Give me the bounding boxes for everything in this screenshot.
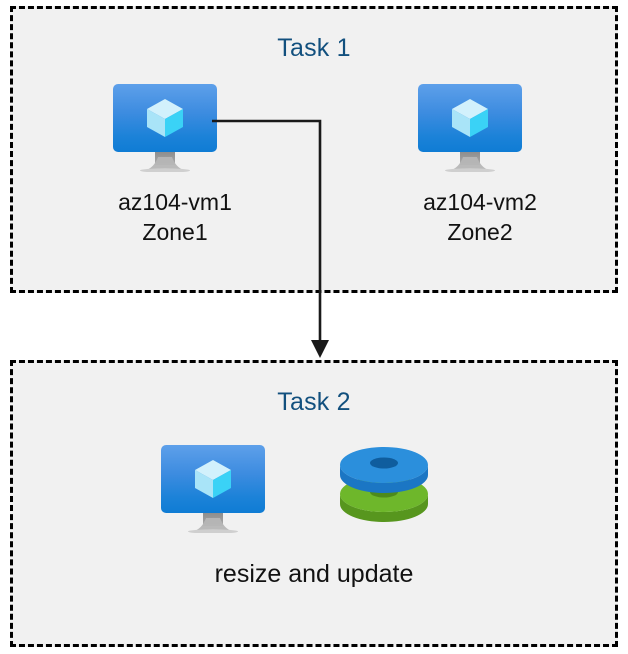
- task-1-title: Task 1: [277, 34, 351, 62]
- vm2-caption: az104-vm2 Zone2: [423, 189, 537, 245]
- virtual-machine-icon-task2: [161, 445, 265, 533]
- disk-blue: [340, 447, 428, 493]
- managed-disks-icon: [340, 447, 428, 522]
- vm1-caption: az104-vm1 Zone1: [118, 189, 232, 245]
- vm2-stand-base: [445, 157, 495, 172]
- task-2-title: Task 2: [277, 388, 351, 416]
- vm2-cube-icon: [452, 99, 488, 137]
- vm1-cube-icon: [147, 99, 183, 137]
- task-2-caption: resize and update: [214, 560, 414, 588]
- task-1-container: Task 1 az104-vm1 Zone1: [10, 6, 618, 293]
- virtual-machine-icon-vm2: [418, 84, 522, 172]
- task-2-container: Task 2: [10, 360, 618, 647]
- arrowhead-icon: [311, 340, 329, 358]
- task2-vm-cube-icon: [195, 460, 231, 498]
- task2-vm-stand-base: [188, 518, 238, 533]
- vm1-stand-base: [140, 157, 190, 172]
- virtual-machine-icon-vm1: [113, 84, 217, 172]
